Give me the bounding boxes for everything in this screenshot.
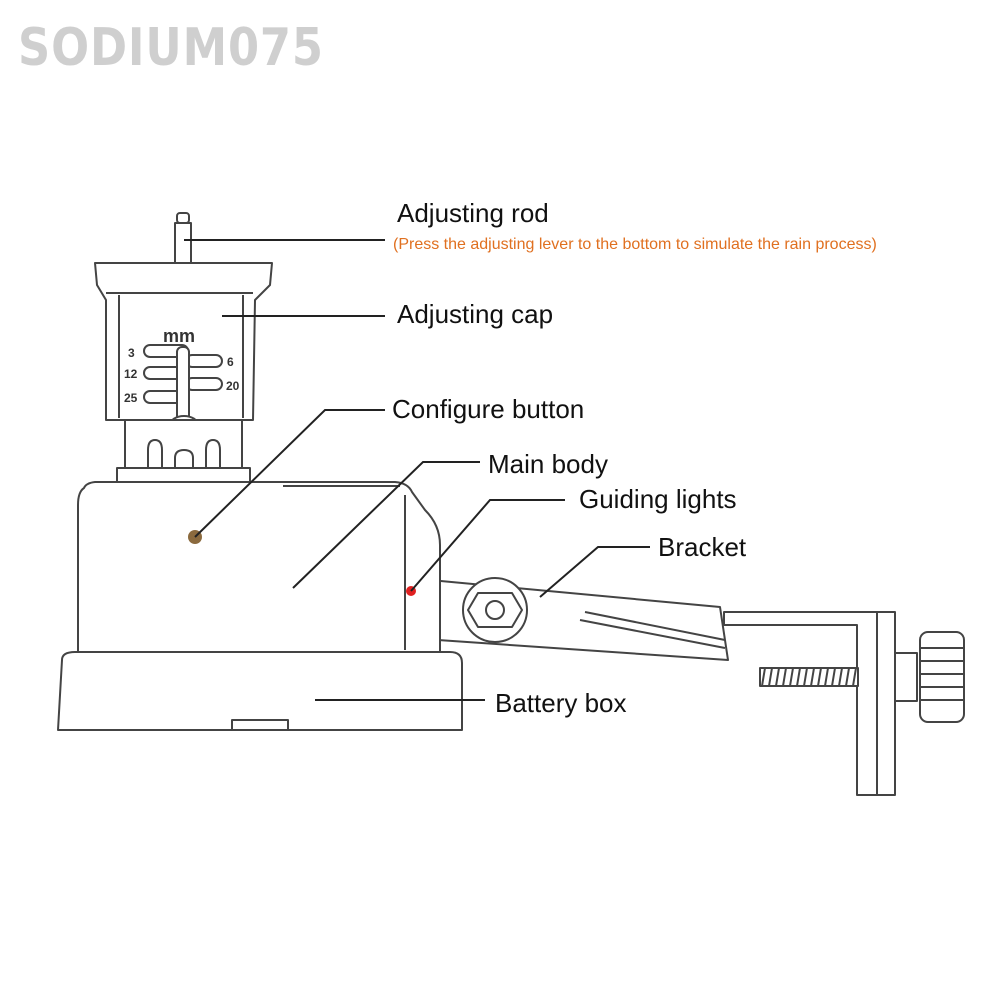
scale-mark-left-3: 25: [124, 391, 138, 405]
label-battery-box: Battery box: [495, 688, 627, 718]
main-body-shape: [77, 481, 441, 656]
leader-lines: [184, 239, 650, 701]
collar-shape: [116, 419, 251, 491]
label-bracket: Bracket: [658, 532, 747, 562]
watermark: SODIUM075: [18, 18, 324, 78]
clamp-shape: [723, 611, 965, 796]
label-guiding-lights: Guiding lights: [579, 484, 737, 514]
scale-mark-left-1: 3: [128, 346, 135, 360]
label-configure-button: Configure button: [392, 394, 585, 424]
label-adjusting-rod: Adjusting rod: [397, 198, 549, 228]
leader-bracket: [539, 546, 650, 598]
leader-configure-button: [194, 409, 385, 538]
scale-mark-right-2: 20: [226, 379, 240, 393]
label-main-body: Main body: [488, 449, 608, 479]
note-adjusting-rod: (Press the adjusting lever to the bottom…: [393, 236, 877, 253]
scale-mark-left-2: 12: [124, 367, 138, 381]
scale-mark-right-1: 6: [227, 355, 234, 369]
battery-box-shape: [57, 651, 463, 731]
adjusting-cap-shape: [94, 262, 273, 435]
leader-guiding-lights: [410, 499, 565, 592]
adjusting-rod-shape: [174, 212, 192, 264]
scale-unit: mm: [163, 326, 195, 346]
leader-main-body: [292, 461, 480, 589]
label-adjusting-cap: Adjusting cap: [397, 299, 554, 329]
bracket-nut-shape: [462, 577, 528, 643]
